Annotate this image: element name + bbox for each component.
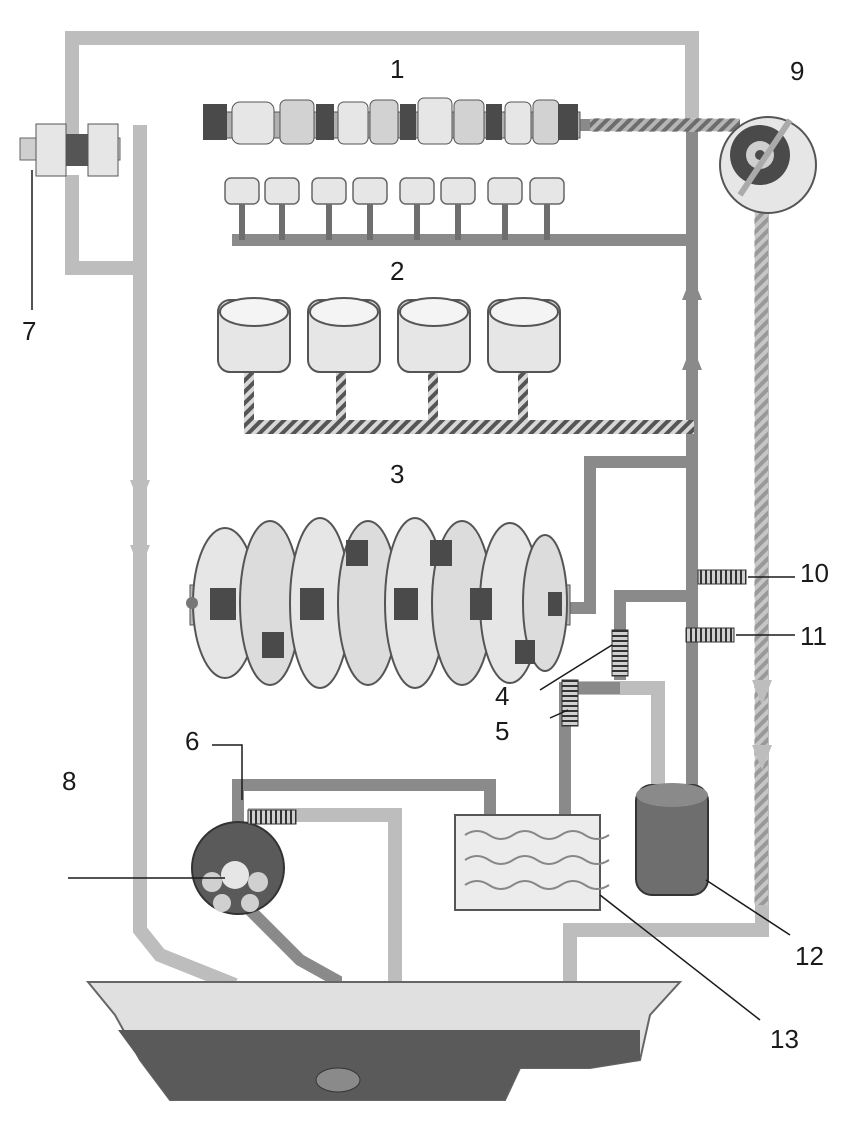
- distributor-drive-gear: [19, 123, 121, 310]
- oil-cooler-reservoir: [454, 814, 610, 911]
- label-7: 7: [22, 316, 36, 346]
- pistons: [217, 297, 561, 373]
- valve-11: [685, 627, 735, 643]
- label-8: 8: [62, 766, 76, 796]
- oil-pump: [191, 821, 285, 915]
- label-5: 5: [495, 716, 509, 746]
- label-4: 4: [495, 681, 509, 711]
- valve-lifters: [224, 177, 565, 240]
- flow-arrows: [130, 275, 772, 770]
- camshaft: [203, 97, 581, 145]
- label-6: 6: [185, 726, 199, 756]
- oil-sump: [85, 981, 683, 1101]
- piston-gallery: [244, 118, 768, 905]
- part-labels: 1 2 3 4 5 6 7 8 9 10 11 12 13: [22, 54, 829, 1054]
- label-12: 12: [795, 941, 824, 971]
- oil-filter: [635, 783, 709, 896]
- valve-10: [697, 569, 747, 585]
- pulley: [719, 116, 817, 214]
- valve-4: [611, 629, 629, 677]
- label-13: 13: [770, 1024, 799, 1054]
- label-2: 2: [390, 256, 404, 286]
- label-11: 11: [800, 621, 827, 651]
- leader-lines: [68, 576, 795, 1021]
- label-1: 1: [390, 54, 404, 84]
- valve-6: [247, 809, 297, 825]
- label-10: 10: [800, 558, 829, 588]
- crankshaft: [186, 517, 571, 689]
- label-3: 3: [390, 459, 404, 489]
- label-9: 9: [790, 56, 804, 86]
- valve-5: [561, 679, 579, 727]
